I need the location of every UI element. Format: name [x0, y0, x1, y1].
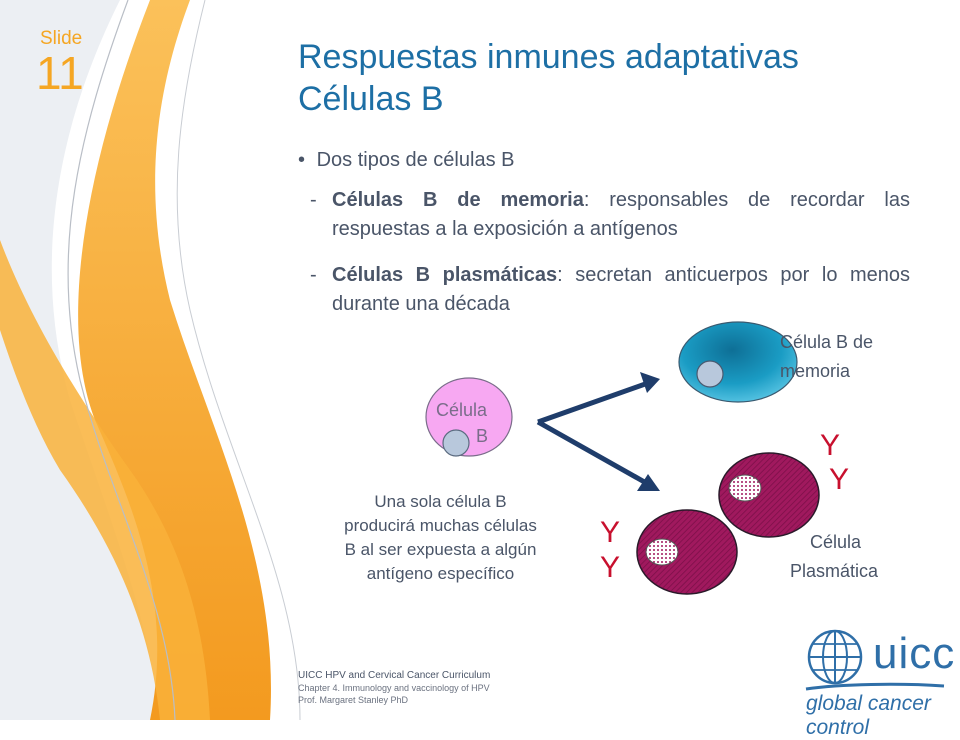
antibody-icon: Y — [600, 551, 621, 584]
logo-tagline: global cancer control — [806, 692, 931, 739]
bullet-symbol: • — [298, 149, 306, 171]
b-cell-label-2: B — [476, 426, 489, 446]
slide-number: 11 — [36, 47, 84, 99]
grey-line — [67, 0, 176, 720]
subpoint-bold: Células B plasmáticas — [332, 264, 558, 286]
memory-cell-nucleus — [696, 360, 724, 388]
b-cell-nucleus — [442, 429, 470, 457]
orange-swoosh-lower — [0, 240, 210, 720]
plasma-cell-1-nucleus — [728, 474, 762, 502]
orange-swoosh — [78, 0, 271, 720]
title-line-2: Células B — [298, 80, 444, 118]
footer-chapter: Chapter 4. Immunology and vaccinology of… — [298, 683, 490, 693]
antibody-icon: Y — [600, 516, 621, 549]
diagram-note: Una sola célula B producirá muchas célul… — [344, 492, 537, 583]
bullet-item: • Dos tipos de células B — [298, 146, 514, 175]
plasma-cell-2-nucleus — [645, 538, 679, 566]
plasma-cell-2 — [636, 509, 738, 595]
subpoint-bold: Células B de memoria — [332, 189, 584, 211]
uicc-logo-text: uicc — [873, 629, 956, 678]
subpoint-text: : secretan anticuerpos por lo menos dura… — [332, 264, 910, 315]
memory-label-2: memoria — [780, 361, 851, 381]
antibody-icon: Y — [820, 429, 841, 462]
arrow-to-memory — [537, 380, 649, 425]
arrow-to-plasma — [536, 419, 650, 487]
subpoint-plasma: - Células B plasmáticas: secretan anticu… — [310, 261, 910, 319]
footer-author: Prof. Margaret Stanley PhD — [298, 695, 409, 705]
decorative-swoosh — [0, 0, 945, 720]
arrow-head-up — [640, 372, 660, 393]
antibody-icon: Y — [829, 463, 850, 496]
bullet-text: Dos tipos de células B — [316, 149, 515, 171]
slide-label: Slide — [40, 28, 83, 49]
logo-underline — [805, 682, 945, 691]
footer-course: UICC HPV and Cervical Cancer Curriculum — [298, 670, 491, 681]
arrow-head-down — [637, 474, 660, 491]
subpoint-dash: - — [310, 189, 317, 211]
globe-icon — [807, 629, 863, 685]
grey-line-2 — [176, 0, 301, 720]
b-cell-label-1: Célula — [436, 400, 488, 420]
plasma-label-1: Célula — [810, 532, 862, 552]
subpoint-dash: - — [310, 264, 317, 286]
memory-label-1: Célula B de — [780, 332, 874, 352]
subpoint-memory: - Células B de memoria: responsables de … — [310, 186, 910, 244]
plasma-label-2: Plasmática — [790, 561, 879, 581]
subpoint-text: : responsables de recordar las respuesta… — [332, 189, 910, 240]
title-line-1: Respuestas inmunes adaptativas — [298, 38, 799, 76]
grey-swoosh — [0, 0, 160, 720]
plasma-cell-1 — [718, 452, 820, 538]
page-title: Respuestas inmunes adaptativas Células B — [298, 36, 918, 120]
